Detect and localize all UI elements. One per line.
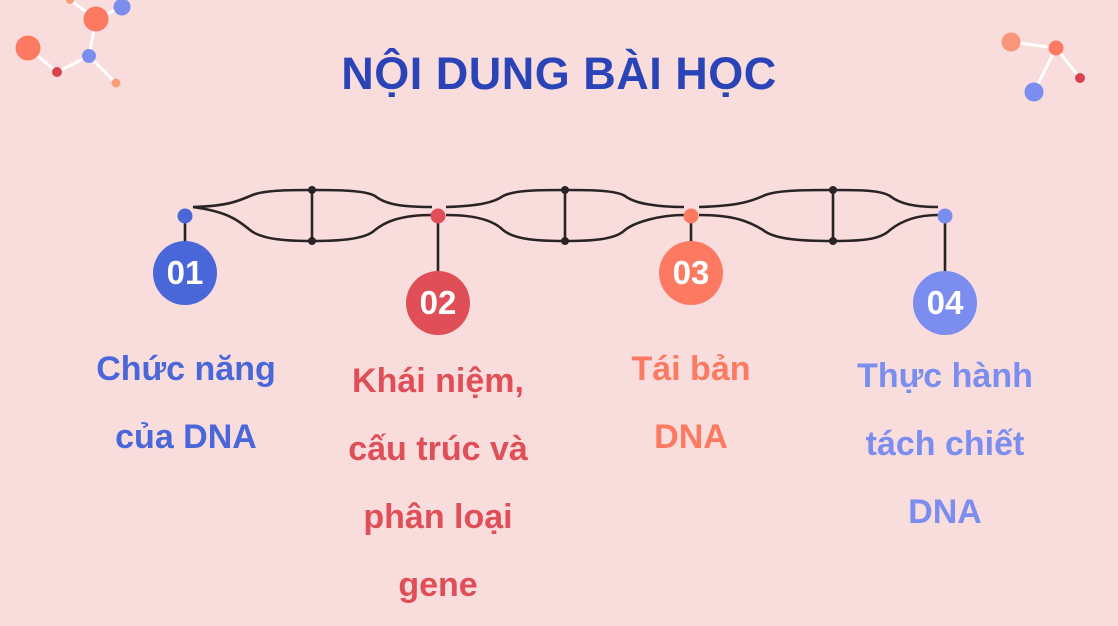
page-title: NỘI DUNG BÀI HỌC: [341, 48, 777, 99]
node-dot-1: [177, 208, 193, 224]
item-label-1: Chức năng của DNA: [56, 335, 316, 471]
item-label-line: gene: [398, 566, 478, 604]
item-label-line: Chức năng: [96, 350, 276, 388]
item-number-badge-2: 02: [406, 271, 470, 335]
item-number-badge-1: 01: [153, 241, 217, 305]
node-dot-2: [430, 208, 446, 224]
item-label-4: Thực hành tách chiết DNA: [815, 342, 1075, 546]
item-label-line: DNA: [908, 493, 982, 531]
item-label-line: cấu trúc và: [348, 430, 528, 468]
molecule-icon-top-right: [1001, 32, 1085, 102]
item-label-line: DNA: [654, 418, 728, 456]
node-dot-4: [937, 208, 953, 224]
strand-junction-dots: [308, 186, 837, 245]
node-dot-3: [683, 208, 699, 224]
item-label-2: Khái niệm, cấu trúc và phân loại gene: [308, 347, 568, 619]
item-number-badge-4: 04: [913, 271, 977, 335]
item-label-line: phân loại: [363, 498, 513, 536]
item-label-3: Tái bản DNA: [561, 335, 821, 471]
item-label-line: Thực hành: [857, 357, 1033, 395]
item-label-line: Khái niệm,: [352, 362, 524, 400]
item-label-line: của DNA: [115, 418, 257, 456]
molecule-icon-top-left: [15, 0, 131, 88]
item-label-line: tách chiết: [865, 425, 1025, 463]
item-number-badge-3: 03: [659, 241, 723, 305]
item-label-line: Tái bản: [631, 350, 751, 388]
dna-strand: [192, 188, 939, 243]
